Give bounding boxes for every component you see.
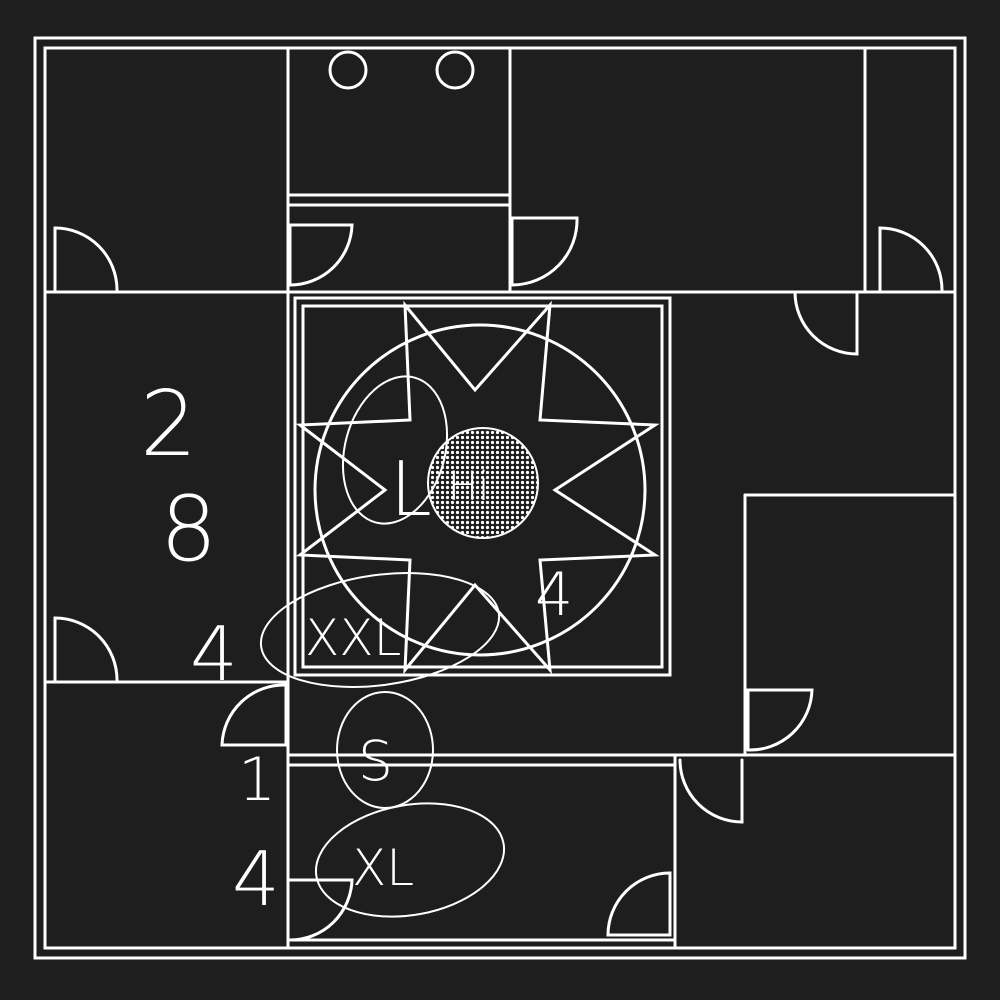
annotation-8: 8	[160, 477, 217, 582]
central-dotted-circle	[427, 427, 539, 539]
interior-walls	[43, 46, 957, 950]
annotation-4-left: 4	[190, 610, 238, 698]
annotation-xxl: XXL	[305, 609, 401, 667]
doors	[53, 216, 944, 942]
fixture-circle	[328, 50, 368, 90]
fixture-circle	[435, 50, 475, 90]
annotation-2: 2	[140, 372, 197, 477]
annotation-1: 1	[238, 745, 276, 815]
annotations: 2 8 4 XXL S XL 1 4 L 4 Hi	[140, 372, 573, 923]
annotation-s: S	[358, 729, 393, 793]
annotation-4-right: 4	[535, 560, 573, 630]
central-room	[293, 296, 672, 677]
annotation-xl: XL	[352, 839, 414, 897]
outer-walls	[33, 36, 967, 960]
annotation-l: L	[390, 445, 432, 533]
annotation-center-mark: Hi	[448, 464, 489, 510]
annotation-4-bottom: 4	[232, 835, 280, 923]
star-symbol	[295, 300, 660, 675]
